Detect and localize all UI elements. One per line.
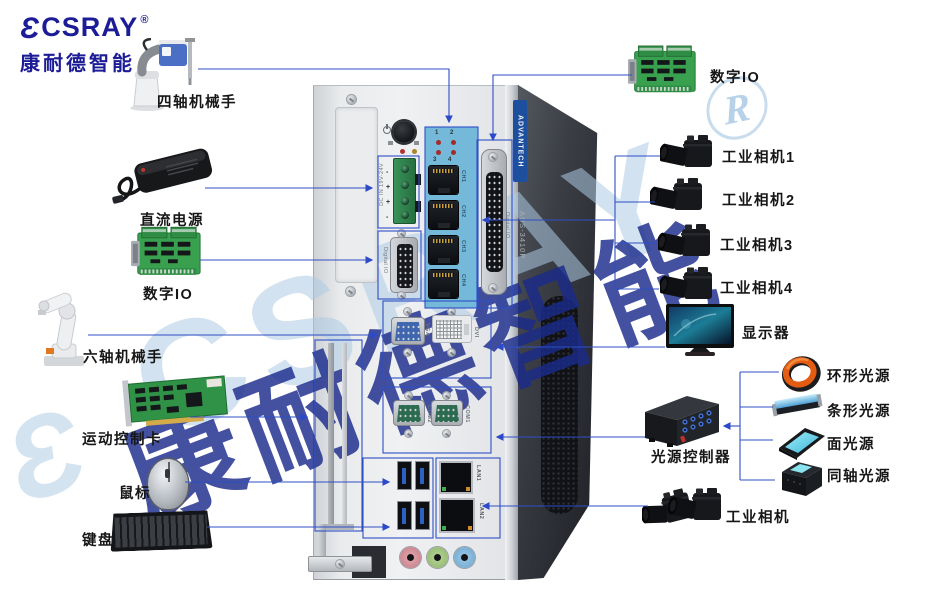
label-motion-card: 运动控制卡 — [82, 432, 162, 448]
mouse-image — [148, 459, 188, 509]
coaxial-light-image — [782, 462, 822, 496]
label-mouse: 鼠标 — [119, 486, 151, 502]
model-label: AIIS-3410P — [518, 211, 527, 260]
dc-adapter-image — [112, 148, 213, 204]
bar-light-image — [772, 393, 823, 417]
label-light-controller: 光源控制器 — [651, 450, 731, 466]
scara-robot-image — [130, 38, 195, 111]
keyboard-image — [109, 510, 212, 552]
industrial-camera1-image — [660, 135, 712, 167]
label-robot6: 六轴机械手 — [83, 350, 163, 366]
label-keyboard: 键盘 — [82, 533, 114, 549]
logo: Ɛ CSRAY ® 康耐德智能 — [20, 14, 148, 76]
label-camera2: 工业相机2 — [722, 193, 796, 209]
label-digital-io-left: 数字IO — [143, 287, 194, 303]
label-dc-power: 直流电源 — [140, 213, 204, 229]
ring-light-image — [781, 356, 821, 392]
industrial-camera4-image — [660, 267, 712, 299]
vent-grille — [541, 296, 578, 514]
label-panel-light: 面光源 — [827, 437, 875, 453]
industrial-cameras-image — [642, 487, 721, 530]
brand-strip: ADVANTECH — [513, 100, 527, 182]
label-monitor: 显示器 — [742, 326, 790, 342]
label-camera1: 工业相机1 — [722, 150, 796, 166]
label-robot4: 四轴机械手 — [157, 95, 237, 111]
label-industrial-cameras: 工业相机 — [726, 510, 790, 526]
digital-io-board-image — [628, 44, 698, 95]
label-digital-io-right: 数字IO — [710, 70, 761, 86]
label-camera3: 工业相机3 — [720, 238, 794, 254]
logo-subtitle: 康耐德智能 — [20, 53, 135, 75]
label-camera4: 工业相机4 — [720, 281, 794, 297]
label-bar-light: 条形光源 — [827, 404, 891, 420]
panel-light-image — [779, 428, 825, 460]
feather-icon: Ɛ — [20, 12, 40, 45]
feather-watermark-icon: Ɛ — [0, 383, 100, 529]
label-coaxial-light: 同轴光源 — [827, 469, 891, 485]
monitor-image — [666, 304, 734, 356]
label-ring-light: 环形光源 — [827, 369, 891, 385]
registered-mark-icon: ® — [140, 14, 149, 26]
motion-card-image — [122, 375, 228, 427]
logo-brand: CSRAY — [41, 12, 139, 42]
industrial-camera3-image — [658, 224, 710, 256]
light-controller-image — [645, 396, 719, 447]
digital-io-board-image — [131, 225, 203, 277]
industrial-camera2-image — [650, 178, 702, 210]
six-axis-robot-image — [38, 292, 84, 366]
